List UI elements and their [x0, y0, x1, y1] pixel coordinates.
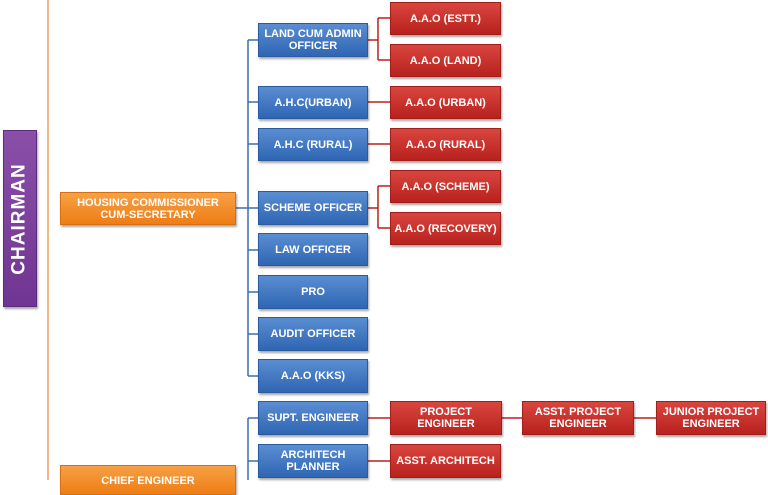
- law-officer-label: LAW OFFICER: [275, 243, 351, 256]
- housing-commissioner-label: HOUSING COMMISSIONER CUM-SECRETARY: [77, 196, 219, 221]
- aao-scheme-box: A.A.O (SCHEME): [390, 170, 501, 203]
- aao-rural-label: A.A.O (RURAL): [405, 138, 486, 151]
- land-cum-admin-officer-label: LAND CUM ADMIN OFFICER: [264, 28, 362, 52]
- asst-project-engineer-box: ASST. PROJECT ENGINEER: [522, 401, 634, 435]
- junior-project-engineer-box: JUNIOR PROJECT ENGINEER: [656, 401, 766, 435]
- asst-architech-label: ASST. ARCHITECH: [396, 455, 495, 467]
- land-cum-admin-officer-box: LAND CUM ADMIN OFFICER: [258, 23, 368, 57]
- law-officer-box: LAW OFFICER: [258, 233, 368, 266]
- pro-label: PRO: [301, 286, 325, 298]
- junior-project-engineer-label: JUNIOR PROJECT ENGINEER: [662, 406, 760, 430]
- ahc-rural-box: A.H.C (RURAL): [258, 128, 368, 161]
- connector-lines: [47, 0, 656, 480]
- aao-kks-label: A.A.O (KKS): [280, 370, 346, 382]
- aao-scheme-label: A.A.O (SCHEME): [401, 180, 490, 193]
- audit-officer-label: AUDIT OFFICER: [270, 328, 356, 340]
- audit-officer-box: AUDIT OFFICER: [258, 317, 368, 351]
- chairman-label: CHAIRMAN: [9, 162, 30, 275]
- architech-planner-box: ARCHITECH PLANNER: [258, 444, 368, 478]
- aao-urban-label: A.A.O (URBAN): [405, 96, 486, 109]
- aao-recovery-box: A.A.O (RECOVERY): [390, 212, 501, 245]
- housing-commissioner-box: HOUSING COMMISSIONER CUM-SECRETARY: [60, 192, 236, 225]
- chief-engineer-box: CHIEF ENGINEER: [60, 465, 236, 495]
- asst-architech-box: ASST. ARCHITECH: [390, 444, 501, 478]
- project-engineer-label: PROJECT ENGINEER: [417, 406, 475, 430]
- asst-project-engineer-label: ASST. PROJECT ENGINEER: [534, 406, 622, 430]
- chairman-box: CHAIRMAN: [3, 130, 37, 307]
- aao-land-box: A.A.O (LAND): [390, 44, 501, 77]
- ahc-urban-label: A.H.C(URBAN): [274, 96, 352, 109]
- supt-engineer-box: SUPT. ENGINEER: [258, 401, 368, 435]
- aao-rural-box: A.A.O (RURAL): [390, 128, 501, 161]
- aao-kks-box: A.A.O (KKS): [258, 359, 368, 393]
- chief-engineer-label: CHIEF ENGINEER: [101, 475, 195, 487]
- ahc-urban-box: A.H.C(URBAN): [258, 86, 368, 119]
- scheme-officer-label: SCHEME OFFICER: [263, 202, 363, 214]
- aao-urban-box: A.A.O (URBAN): [390, 86, 501, 119]
- aao-land-label: A.A.O (LAND): [409, 54, 482, 67]
- architech-planner-label: ARCHITECH PLANNER: [280, 449, 346, 473]
- project-engineer-box: PROJECT ENGINEER: [390, 401, 502, 435]
- pro-box: PRO: [258, 275, 368, 309]
- aao-estt-box: A.A.O (ESTT.): [390, 2, 501, 35]
- aao-estt-label: A.A.O (ESTT.): [410, 12, 481, 25]
- supt-engineer-label: SUPT. ENGINEER: [267, 412, 359, 424]
- aao-recovery-label: A.A.O (RECOVERY): [394, 222, 497, 235]
- scheme-officer-box: SCHEME OFFICER: [258, 191, 368, 225]
- ahc-rural-label: A.H.C (RURAL): [273, 138, 353, 151]
